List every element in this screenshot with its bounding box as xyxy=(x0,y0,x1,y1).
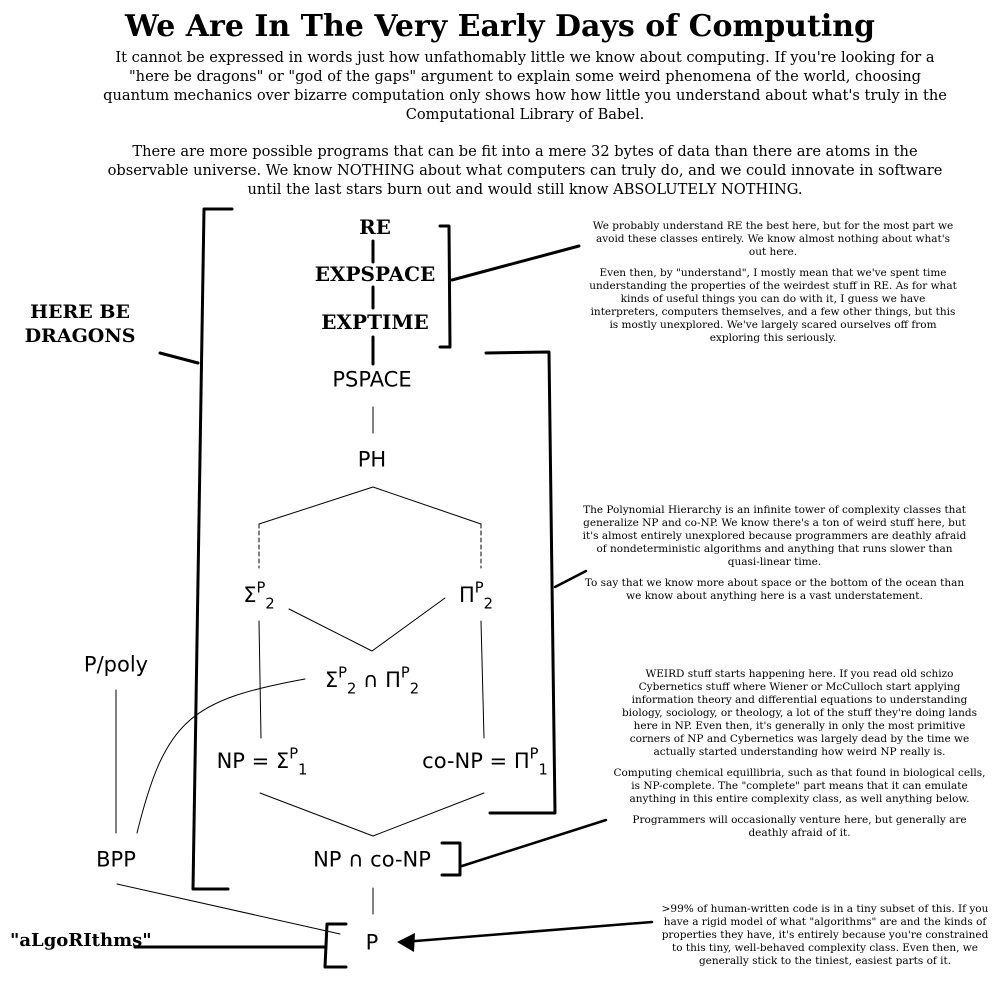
p-pointer xyxy=(401,920,654,944)
class-expspace: EXPSPACE xyxy=(314,262,436,286)
note-np: WEIRD stuff starts happening here. If yo… xyxy=(613,668,986,839)
page-title: We Are In The Very Early Days of Computi… xyxy=(124,9,876,44)
class-p: P xyxy=(365,930,379,955)
class-ppoly: P/poly xyxy=(83,652,149,677)
class-sigma2: ΣP2 xyxy=(243,579,275,613)
here-be-dragons-label: HERE BE DRAGONS xyxy=(24,301,136,347)
class-re: RE xyxy=(359,215,391,239)
class-exptime: EXPTIME xyxy=(321,310,429,334)
class-ph: PH xyxy=(357,447,387,472)
class-np-cap-conp: NP ∩ co-NP xyxy=(313,847,431,872)
edge-sigma-pi-intersection xyxy=(288,597,446,652)
edge-sigma2-np xyxy=(258,620,262,739)
np-bracket xyxy=(440,841,462,877)
intro-paragraph-1: It cannot be expressed in words just how… xyxy=(103,49,947,123)
class-pi2: ΠP2 xyxy=(458,579,494,613)
ph-pointer xyxy=(553,569,588,589)
algorithms-label: "aLgoRIthms" xyxy=(10,930,152,951)
np-pointer xyxy=(460,818,608,868)
p-arrowhead xyxy=(397,933,415,952)
ph-bracket xyxy=(484,350,557,815)
re-bracket xyxy=(438,224,452,349)
edge-bpp-p xyxy=(116,883,341,935)
edge-np-intersection xyxy=(259,792,485,837)
intro-paragraph-2: There are more possible programs that ca… xyxy=(107,143,943,198)
note-ph: The Polynomial Hierarchy is an infinite … xyxy=(582,504,967,602)
re-pointer xyxy=(450,244,581,282)
note-p: >99% of human-written code is in a tiny … xyxy=(661,903,989,967)
edge-bpp-intersection xyxy=(136,678,306,834)
dragons-pointer xyxy=(158,351,200,365)
class-sigma2-cap-pi2: ΣP2 ∩ ΠP2 xyxy=(324,664,420,698)
class-np: NP = ΣP1 xyxy=(216,745,308,779)
edge-pi2-conp xyxy=(480,620,485,739)
note-re: We probably understand RE the best here,… xyxy=(589,220,957,344)
p-bracket xyxy=(323,922,348,969)
edge-ph-fork xyxy=(258,486,482,525)
class-pspace: PSPACE xyxy=(332,367,412,392)
dragons-bracket xyxy=(191,207,234,891)
class-conp: co-NP = ΠP1 xyxy=(422,745,548,779)
class-bpp: BPP xyxy=(96,847,136,872)
